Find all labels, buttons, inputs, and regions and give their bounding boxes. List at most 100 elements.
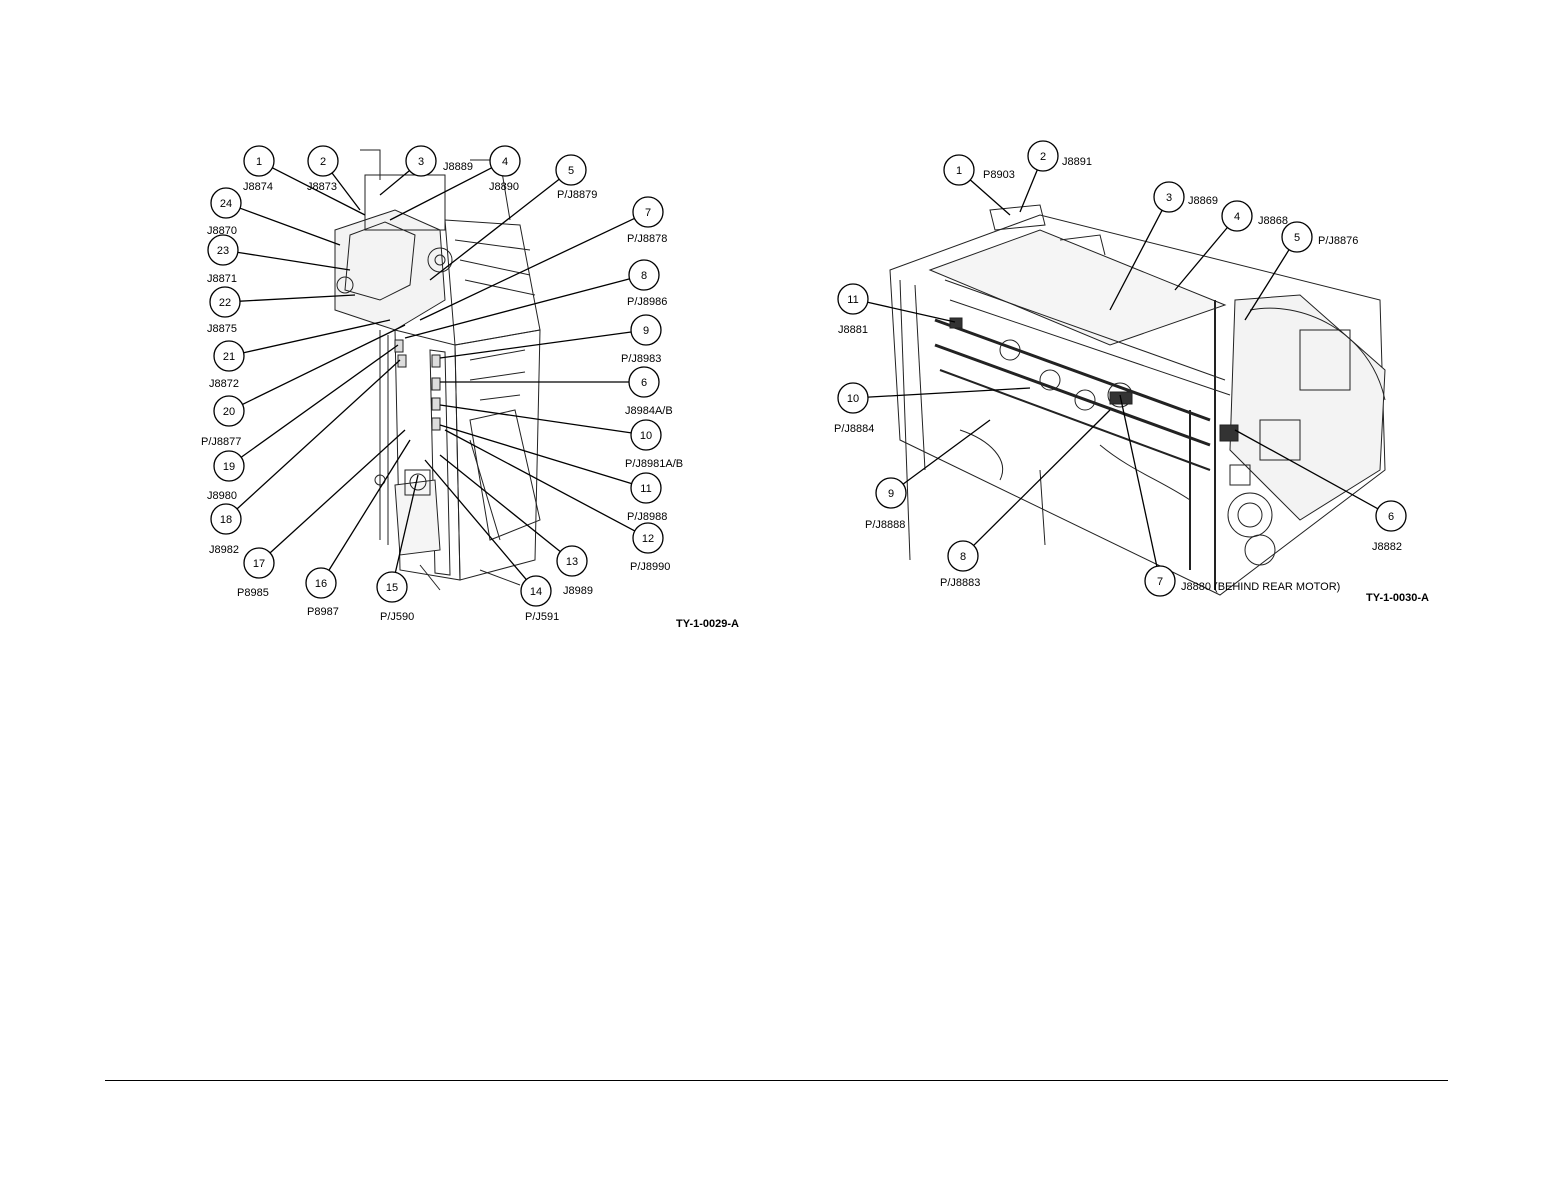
leader-line bbox=[902, 419, 991, 485]
connector-label: P8985 bbox=[237, 587, 269, 599]
callout-number: 8 bbox=[960, 551, 966, 563]
leader-line bbox=[969, 179, 1011, 216]
leader-line bbox=[439, 454, 561, 553]
callout-number: 3 bbox=[1166, 192, 1172, 204]
callout-number: 9 bbox=[643, 325, 649, 337]
connector-label: P/J8883 bbox=[940, 577, 980, 589]
callout-number: 23 bbox=[217, 245, 229, 257]
callout-number: 7 bbox=[645, 207, 651, 219]
connector-label: J8980 bbox=[207, 490, 237, 502]
connector-label: P8903 bbox=[983, 169, 1015, 181]
callout-number: 4 bbox=[1234, 211, 1240, 223]
figure-id-right: TY-1-0030-A bbox=[1366, 592, 1429, 604]
callout-number: 5 bbox=[1294, 232, 1300, 244]
callout-circle bbox=[520, 575, 552, 607]
callout-circle bbox=[1375, 500, 1407, 532]
leader-line bbox=[424, 459, 527, 580]
callout-left-10: 10P/J8981A/B bbox=[439, 404, 683, 470]
connector-label: P/J8879 bbox=[557, 189, 597, 201]
callout-left-5: 5P/J8879 bbox=[429, 154, 597, 281]
connector-label: J8984A/B bbox=[625, 405, 673, 417]
leader-line bbox=[973, 409, 1111, 546]
callout-right-10: 10P/J8884 bbox=[834, 382, 1031, 435]
leader-line bbox=[239, 207, 341, 246]
leader-line bbox=[389, 167, 492, 221]
connector-label: P/J8983 bbox=[621, 353, 661, 365]
callout-circle bbox=[632, 196, 664, 228]
leader-line bbox=[439, 424, 632, 485]
callout-circle bbox=[630, 419, 662, 451]
leader-line bbox=[1174, 227, 1228, 291]
callout-circle bbox=[1027, 140, 1059, 172]
leader-line bbox=[240, 344, 399, 458]
left-machine-drawing bbox=[334, 149, 541, 591]
callout-number: 3 bbox=[418, 156, 424, 168]
figure-id-left: TY-1-0029-A bbox=[676, 618, 739, 630]
callout-circle bbox=[210, 503, 242, 535]
callout-left-12: 12P/J8990 bbox=[444, 429, 670, 573]
callout-circle bbox=[630, 472, 662, 504]
leader-line bbox=[269, 429, 406, 554]
callout-left-3: 3 J8889 bbox=[379, 145, 473, 196]
callout-left-14: 14P/J591 bbox=[424, 459, 559, 623]
leader-line bbox=[1234, 429, 1379, 510]
leader-line bbox=[394, 474, 419, 573]
leader-line bbox=[867, 301, 956, 323]
callout-left-20: 20P/J8877 bbox=[201, 324, 406, 448]
leader-line bbox=[404, 278, 630, 339]
callout-number: 14 bbox=[530, 586, 542, 598]
callout-number: 18 bbox=[220, 514, 232, 526]
callout-number: 1 bbox=[256, 156, 262, 168]
callout-number: 1 bbox=[956, 165, 962, 177]
callout-circle bbox=[556, 545, 588, 577]
callout-number: 11 bbox=[847, 294, 858, 306]
callout-number: 2 bbox=[1040, 151, 1046, 163]
callout-circle bbox=[243, 145, 275, 177]
right-machine-drawing bbox=[889, 204, 1386, 596]
leader-line bbox=[239, 294, 356, 302]
connector-label: J8873 bbox=[307, 181, 337, 193]
callout-number: 21 bbox=[223, 351, 235, 363]
connector-label: J8871 bbox=[207, 273, 237, 285]
callout-circle bbox=[630, 314, 662, 346]
callout-circle bbox=[1144, 565, 1176, 597]
connector-label: P/J8888 bbox=[865, 519, 905, 531]
callout-right-8: 8P/J8883 bbox=[940, 409, 1111, 589]
callout-circle bbox=[875, 477, 907, 509]
callout-number: 8 bbox=[641, 270, 647, 282]
callout-number: 12 bbox=[642, 533, 654, 545]
leader-line bbox=[1244, 249, 1290, 321]
connector-label: J8890 bbox=[489, 181, 519, 193]
leader-line bbox=[379, 170, 410, 196]
connector-label: J8889 bbox=[443, 161, 473, 173]
callout-circle bbox=[947, 540, 979, 572]
connector-label: J8872 bbox=[209, 378, 239, 390]
leader-line bbox=[331, 172, 361, 211]
callout-number: 11 bbox=[640, 483, 651, 495]
callout-number: 10 bbox=[847, 393, 859, 405]
callout-circle bbox=[837, 382, 869, 414]
callout-number: 15 bbox=[386, 582, 398, 594]
leader-line bbox=[243, 319, 391, 354]
callout-circle bbox=[628, 259, 660, 291]
callout-circle bbox=[376, 571, 408, 603]
callout-circle bbox=[943, 154, 975, 186]
leader-line bbox=[1019, 169, 1038, 213]
callout-circle bbox=[405, 145, 437, 177]
callout-number: 10 bbox=[640, 430, 652, 442]
callout-circle bbox=[213, 450, 245, 482]
connector-label: P/J8990 bbox=[630, 561, 670, 573]
callout-number: 9 bbox=[888, 488, 894, 500]
connector-label: P8987 bbox=[307, 606, 339, 618]
